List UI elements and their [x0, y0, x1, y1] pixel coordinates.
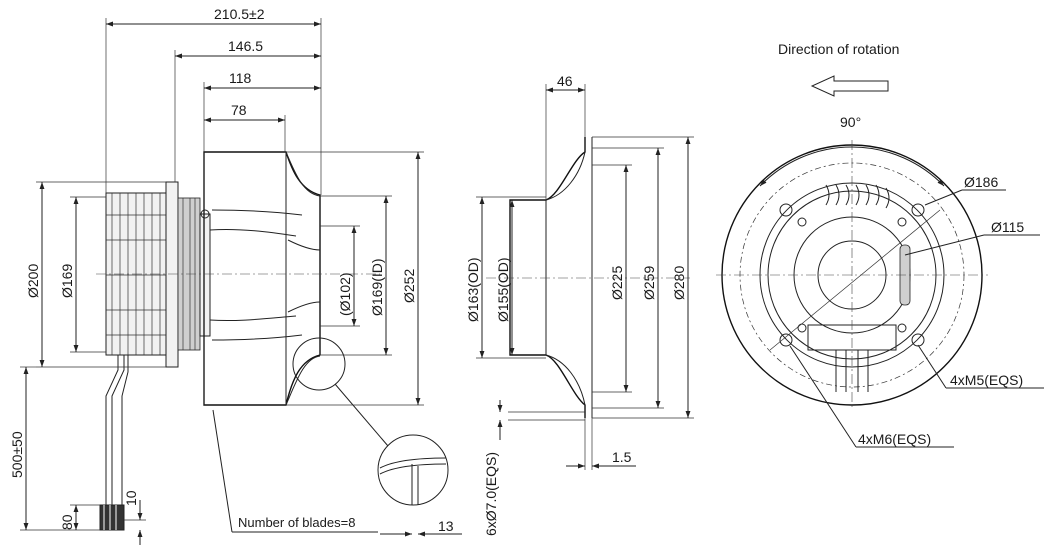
- dim-dia-252: Ø252: [401, 269, 417, 303]
- dim-78: 78: [231, 102, 247, 118]
- dim-dia-115: Ø115: [991, 219, 1024, 235]
- rotation-label: Direction of rotation: [778, 41, 899, 57]
- dim-ring-46: 46: [557, 73, 573, 89]
- thread-m5: 4xM5(EQS): [950, 372, 1023, 388]
- dim-dia-163-od: Ø163(OD): [465, 257, 481, 322]
- mount-holes: [779, 203, 925, 347]
- inlet-ring-view: 46 Ø163(OD) Ø155(OD) Ø225 Ø259 Ø280 6xØ7…: [465, 73, 694, 536]
- cooling-fins: [825, 184, 890, 209]
- dim-dia-155-od: Ø155(OD): [495, 257, 511, 322]
- dim-146: 146.5: [228, 38, 263, 54]
- dim-dia-186: Ø186: [964, 174, 998, 190]
- thread-m6: 4xM6(EQS): [858, 431, 931, 447]
- front-view: Direction of rotation: [716, 41, 1044, 448]
- dim-dia-169-id: Ø169(ID): [369, 258, 385, 316]
- dim-13: 13: [438, 518, 454, 534]
- dim-strip-10: 10: [123, 490, 139, 506]
- dim-overall-length: 210.5±2: [214, 6, 265, 22]
- cable: [99, 355, 129, 531]
- angle-90: 90°: [840, 114, 861, 130]
- dim-dia-102: (Ø102): [337, 272, 353, 316]
- rotation-arrow-icon: [810, 75, 889, 97]
- side-view: 210.5±2 146.5 118 78 Ø200 Ø169 (Ø102): [9, 6, 462, 545]
- detail-marker: [292, 337, 346, 391]
- dim-118: 118: [229, 70, 252, 86]
- dim-dia-169: Ø169: [59, 264, 75, 298]
- dim-top: [105, 18, 322, 195]
- dim-strip-80: 80: [59, 514, 75, 530]
- dim-dia-200: Ø200: [25, 264, 41, 298]
- blade-count-note: Number of blades=8: [238, 515, 355, 530]
- dim-dia-225: Ø225: [609, 266, 625, 300]
- dim-1-5: 1.5: [612, 449, 632, 465]
- dim-cable-length: 500±50: [9, 431, 25, 478]
- flange-plate: [165, 181, 179, 368]
- dim-dia-259: Ø259: [641, 266, 657, 300]
- detail-view: [377, 434, 449, 506]
- dim-holes-7: 6xØ7.0(EQS): [483, 452, 499, 536]
- impeller-outline: [203, 151, 321, 406]
- dim-dia-280: Ø280: [671, 266, 687, 300]
